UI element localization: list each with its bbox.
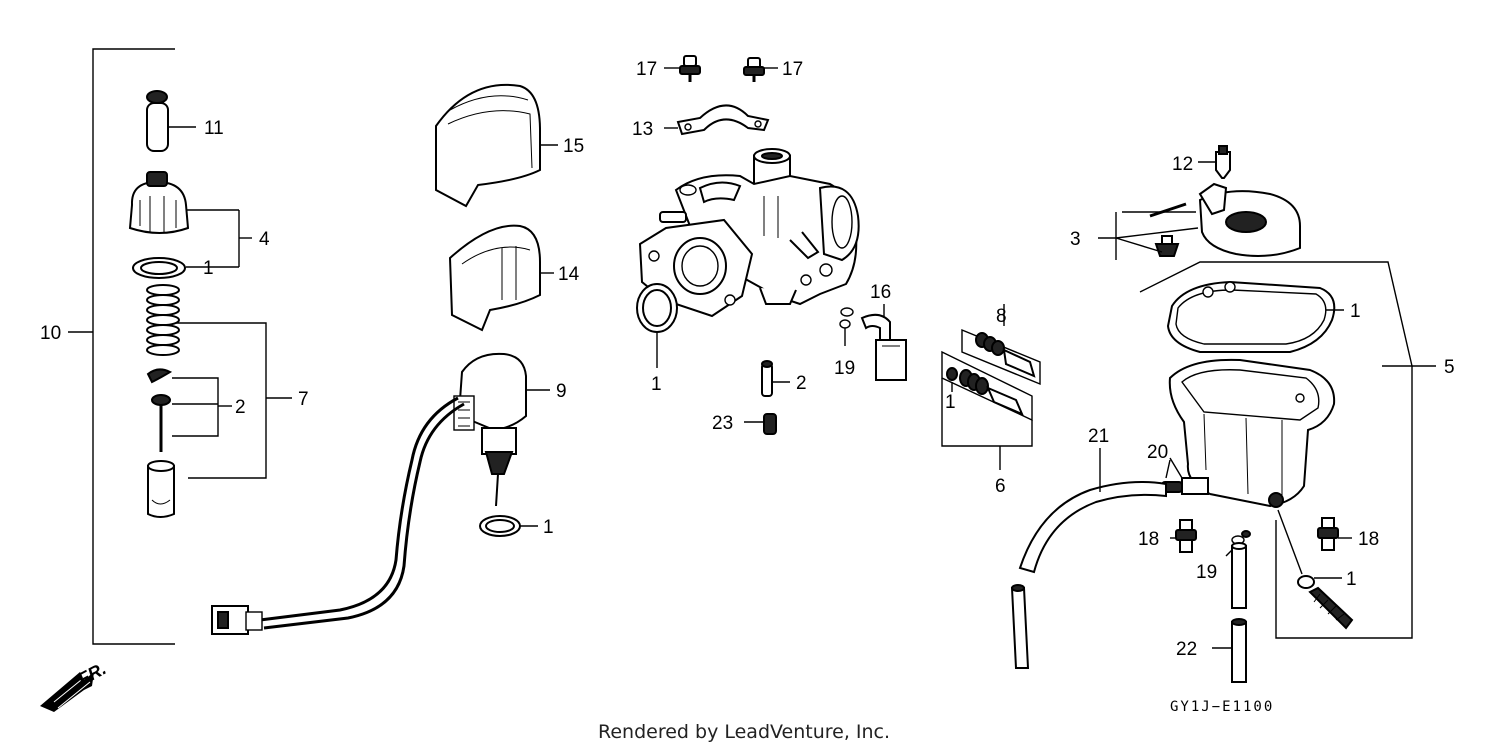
part-1-o-ring-lower [479,515,538,537]
callout-22: 22 [1176,639,1197,660]
part-16-vent-tube [860,304,907,381]
callout-5: 5 [1444,357,1455,378]
part-12-float-valve [1198,145,1231,179]
part-float-chamber [1161,358,1336,508]
part-18-bolt-left [1170,519,1197,553]
part-throttle-valve [147,460,175,518]
callout-1-gasket: 1 [1350,301,1361,322]
part-13-bracket [664,104,770,136]
part-1-float-chamber-gasket [1166,280,1344,353]
callout-7: 7 [298,389,309,410]
callout-19-right: 19 [1196,562,1217,583]
callout-1-intake: 1 [651,374,662,395]
callout-9: 9 [556,381,567,402]
part-17-screw-right [743,57,778,82]
callout-4: 4 [259,229,270,250]
callout-8: 8 [996,306,1007,327]
part-1-drain-screw [1277,509,1354,630]
callout-1-left: 1 [203,258,214,279]
assembly-bracket-10 [68,48,175,645]
callout-19-middle: 19 [834,358,855,379]
part-3-float [1098,182,1301,260]
callout-21: 21 [1088,426,1109,447]
callout-23: 23 [712,413,733,434]
callout-16: 16 [870,282,891,303]
part-1-o-ring-intake [636,283,678,368]
callout-6: 6 [995,476,1006,497]
callout-15: 15 [563,136,584,157]
part-6-air-screw-kit [941,350,1033,470]
callout-17-left: 17 [636,59,657,80]
part-22-drain-tube [1212,618,1247,683]
callout-10: 10 [40,323,61,344]
carburetor-body [638,148,860,318]
callout-18-right: 18 [1358,529,1379,550]
callout-13: 13 [632,119,653,140]
part-8-pilot-screw-kit [961,304,1041,386]
callout-18-left: 18 [1138,529,1159,550]
callout-1-drain: 1 [1346,569,1357,590]
footer-credit: Rendered by LeadVenture, Inc. [598,721,890,743]
front-direction-arrow [40,672,94,712]
diagram-code: GY1J−E1100 [1170,699,1274,715]
callout-17-right: 17 [782,59,803,80]
part-19-clip-middle [839,307,854,346]
part-7-spring [146,284,292,479]
part-19-clip-right [1225,530,1251,557]
callout-20: 20 [1147,442,1168,463]
part-21-fuel-tube [1010,448,1167,669]
callout-11: 11 [204,118,224,139]
leader-20 [1165,459,1171,479]
part-17-screw-left [664,55,701,82]
part-drain-tube-upper [1231,542,1247,609]
part-1-o-ring-left [132,257,239,279]
part-2-jet-middle [761,360,790,397]
callout-1-screw-kit: 1 [945,392,956,413]
callout-12: 12 [1172,154,1193,175]
callout-3: 3 [1070,229,1081,250]
callout-2-middle: 2 [796,373,807,394]
callout-14: 14 [558,264,580,285]
part-23-main-jet [744,413,777,435]
part-18-bolt-right [1317,517,1352,551]
callout-labels: 10 11 4 1 2 7 15 14 9 1 17 17 13 1 2 23 … [40,59,1455,660]
part-14-cover [448,224,554,332]
callout-1-lower: 1 [543,517,554,538]
part-5-float-chamber-bracket [1139,261,1436,639]
callout-2-left: 2 [235,397,246,418]
part-2-clip-and-needle [146,368,232,452]
part-11-jet-needle-holder [146,90,196,152]
part-15-cover [435,83,558,208]
part-4-top-cap [128,171,252,267]
part-9-auto-choke-unit [211,352,550,635]
